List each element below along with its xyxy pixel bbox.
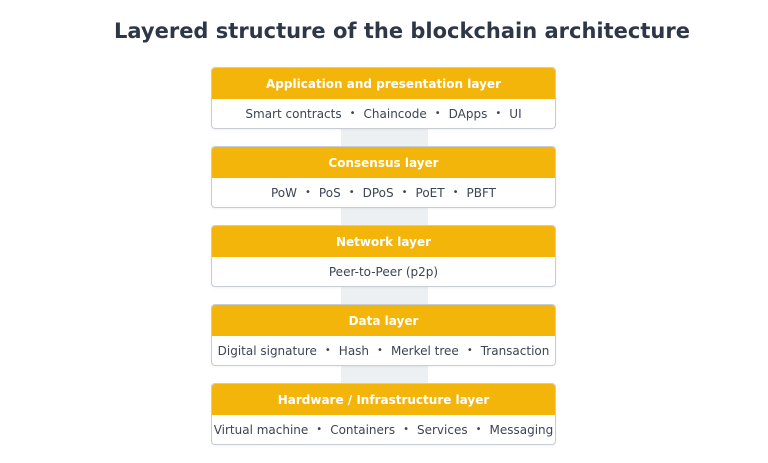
layer-item: Chaincode: [363, 106, 427, 121]
bullet-separator: •: [305, 187, 311, 198]
diagram-title: Layered structure of the blockchain arch…: [114, 19, 690, 43]
bullet-separator: •: [324, 345, 331, 356]
bullet-separator: •: [377, 345, 383, 356]
layer-item: Digital signature: [217, 343, 317, 358]
layer-header: Network layer: [212, 226, 555, 257]
layer-header: Consensus layer: [212, 147, 555, 178]
layer-items: Peer-to-Peer (p2p): [212, 257, 555, 286]
layer-item: Virtual machine: [213, 422, 309, 437]
bullet-separator: •: [466, 345, 473, 356]
bullet-separator: •: [452, 187, 459, 198]
layer-item: Smart contracts: [245, 106, 342, 121]
bullet-separator: •: [403, 424, 409, 435]
layer-item: Hash: [338, 343, 370, 358]
bullet-separator: •: [348, 187, 355, 198]
layer-item: PoET: [415, 185, 445, 200]
layer-item: Containers: [330, 422, 396, 437]
layer-item: Messaging: [489, 422, 554, 437]
layer-item: Services: [417, 422, 468, 437]
layer-item: Merkel tree: [390, 343, 459, 358]
layer-items: Digital signature • Hash • Merkel tree • Trans…: [212, 336, 555, 365]
layer-header: Data layer: [212, 305, 555, 336]
layer-items: PoW • PoS • DPoS • PoET • PBFT: [212, 178, 555, 207]
bullet-separator: •: [401, 187, 408, 198]
layer-item: PBFT: [466, 185, 497, 200]
layer-item: PoW: [271, 185, 298, 200]
layer-item: DApps: [448, 106, 488, 121]
bullet-separator: •: [434, 108, 441, 119]
bullet-separator: •: [475, 424, 482, 435]
layer-header: Application and presentation layer: [212, 68, 555, 99]
layer-items: Smart contracts • Chaincode • DApps • UI: [212, 99, 555, 128]
bullet-separator: •: [349, 108, 356, 119]
bullet-separator: •: [316, 424, 323, 435]
layer-header: Hardware / Infrastructure layer: [212, 384, 555, 415]
layer-item: Transaction: [480, 343, 550, 358]
layer-items: Virtual machine • Containers • Services • Mess…: [212, 415, 555, 444]
bullet-separator: •: [495, 108, 502, 119]
layer-item: Peer-to-Peer (p2p): [328, 264, 439, 279]
layer-item: UI: [509, 106, 522, 121]
layer-item: PoS: [318, 185, 341, 200]
layer-item: DPoS: [362, 185, 394, 200]
